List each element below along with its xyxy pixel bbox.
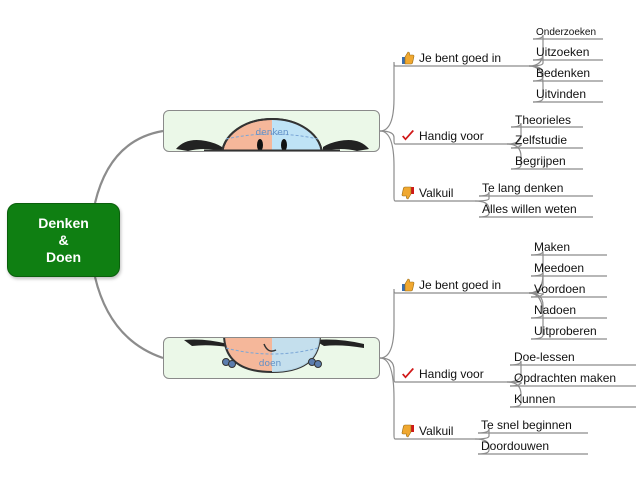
bottom-cat-valkuil-label: Valkuil (419, 424, 454, 438)
denken-face-illustration: denken (176, 118, 369, 151)
bottom-cat-handig-voor[interactable]: Handig voor (401, 366, 484, 382)
denken-image-node[interactable]: denken (163, 110, 380, 152)
leaf-uitproberen[interactable]: Uitproberen (534, 324, 597, 338)
thumbs-down-icon (401, 186, 415, 200)
leaf-meedoen[interactable]: Meedoen (534, 261, 585, 275)
root-to-doen-connector (93, 276, 164, 360)
leaf-onderzoeken[interactable]: Onderzoeken (536, 27, 597, 38)
doen-category-connector-2 (379, 357, 396, 440)
doen-word: doen (259, 359, 281, 369)
leaf-te-snel-beginnen[interactable]: Te snel beginnen (481, 418, 572, 432)
top-cat-goed-in[interactable]: Je bent goed in (401, 50, 501, 66)
doen-image-node[interactable]: doen (163, 337, 380, 379)
checkmark-icon (401, 367, 415, 381)
leaf-voordoen[interactable]: Voordoen (534, 282, 586, 296)
doen-category-connector-1 (379, 357, 396, 383)
leaf-maken[interactable]: Maken (534, 240, 571, 254)
leaf-opdrachten-maken[interactable]: Opdrachten maken (514, 371, 617, 385)
denken-category-connector-1 (379, 130, 396, 145)
root-line-1: Denken (38, 214, 89, 231)
thumbs-up-icon (401, 278, 415, 292)
leaf-doordouwen[interactable]: Doordouwen (481, 439, 550, 453)
doen-category-connector-0 (379, 288, 396, 359)
leaf-alles-willen-weten[interactable]: Alles willen weten (482, 202, 577, 216)
bottom-cat-handig-voor-label: Handig voor (419, 367, 484, 381)
doen-face-illustration: doen (184, 338, 364, 374)
top-cat-goed-in-label: Je bent goed in (419, 51, 502, 65)
leaf-te-lang-denken[interactable]: Te lang denken (482, 181, 564, 195)
bottom-cat-goed-in[interactable]: Je bent goed in (401, 277, 501, 293)
leaf-uitvinden[interactable]: Uitvinden (536, 87, 587, 101)
thumbs-up-icon (401, 51, 415, 65)
bottom-cat-goed-in-label: Je bent goed in (419, 278, 502, 292)
root-line-3: Doen (46, 248, 81, 265)
root-node[interactable]: Denken & Doen (7, 203, 120, 277)
leaf-bedenken[interactable]: Bedenken (536, 66, 591, 80)
leaf-doe-lessen[interactable]: Doe-lessen (514, 350, 575, 364)
checkmark-icon (401, 129, 415, 143)
leaf-uitzoeken[interactable]: Uitzoeken (536, 45, 590, 59)
leaf-kunnen[interactable]: Kunnen (514, 392, 556, 406)
root-to-denken-connector (93, 129, 164, 204)
denken-word: denken (255, 128, 288, 138)
top-cat-valkuil-label: Valkuil (419, 186, 454, 200)
top-cat-handig-voor-label: Handig voor (419, 129, 484, 143)
bottom-cat-valkuil[interactable]: Valkuil (401, 423, 453, 439)
thumbs-down-icon (401, 424, 415, 438)
top-cat-valkuil[interactable]: Valkuil (401, 185, 453, 201)
leaf-zelfstudie[interactable]: Zelfstudie (515, 133, 568, 147)
denken-category-connector-0 (379, 61, 396, 132)
leaf-nadoen[interactable]: Nadoen (534, 303, 577, 317)
leaf-theorieles[interactable]: Theorieles (515, 113, 572, 127)
top-cat-handig-voor[interactable]: Handig voor (401, 128, 484, 144)
leaf-begrijpen[interactable]: Begrijpen (515, 154, 566, 168)
denken-category-connector-2 (379, 130, 396, 202)
root-line-2: & (58, 231, 69, 248)
